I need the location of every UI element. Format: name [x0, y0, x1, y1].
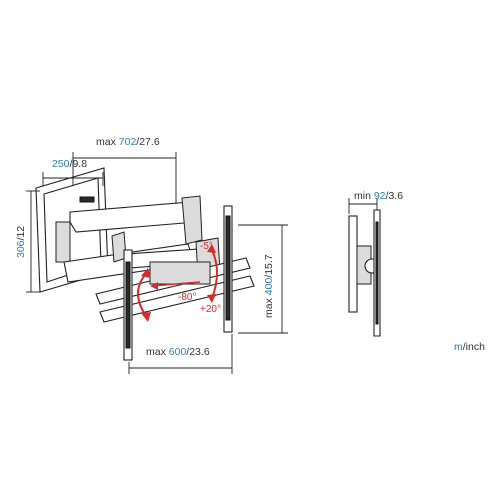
wall-plate-clamp	[55, 221, 71, 263]
tilt-arrow-top	[207, 244, 216, 253]
side-view-illustration	[348, 209, 381, 337]
min-depth-label: min 92/3.6	[354, 190, 403, 202]
mount-illustration	[35, 167, 255, 361]
tilt-down-angle: +20°	[200, 304, 221, 315]
wall-plate-slot	[79, 196, 95, 203]
swivel-arrow-bottom	[141, 312, 151, 322]
swivel-angle: -80°	[178, 292, 196, 303]
max-vertical-label: max 400/15.7	[263, 254, 275, 318]
swivel-arrow-top	[141, 268, 151, 278]
vesa-center-block	[149, 261, 211, 285]
swivel-arc	[137, 273, 147, 317]
tilt-up-angle: -5°	[200, 241, 213, 252]
side-wall-plate	[348, 215, 358, 313]
side-dimension-lines	[348, 198, 378, 214]
vesa-bracket-slot-right	[225, 215, 231, 321]
swivel-pointer	[151, 281, 201, 287]
units-legend: m/inch	[454, 341, 485, 353]
swivel-pointer-head	[150, 282, 158, 290]
max-depth-label: max 702/27.6	[96, 136, 160, 148]
side-vesa-slot	[375, 221, 379, 325]
tilt-arrow-bottom	[207, 294, 216, 303]
max-horizontal-label: max 600/23.6	[146, 346, 210, 358]
wall-width-label: 250/9.8	[52, 158, 87, 170]
upper-arm-joint	[181, 195, 203, 245]
dimension-lines	[26, 152, 288, 374]
angle-indicators: -5° -80° +20°	[137, 241, 221, 322]
vesa-bracket-slot-left	[125, 261, 131, 349]
wall-height-label: 306/12	[15, 226, 27, 258]
tilt-arc	[211, 249, 218, 299]
